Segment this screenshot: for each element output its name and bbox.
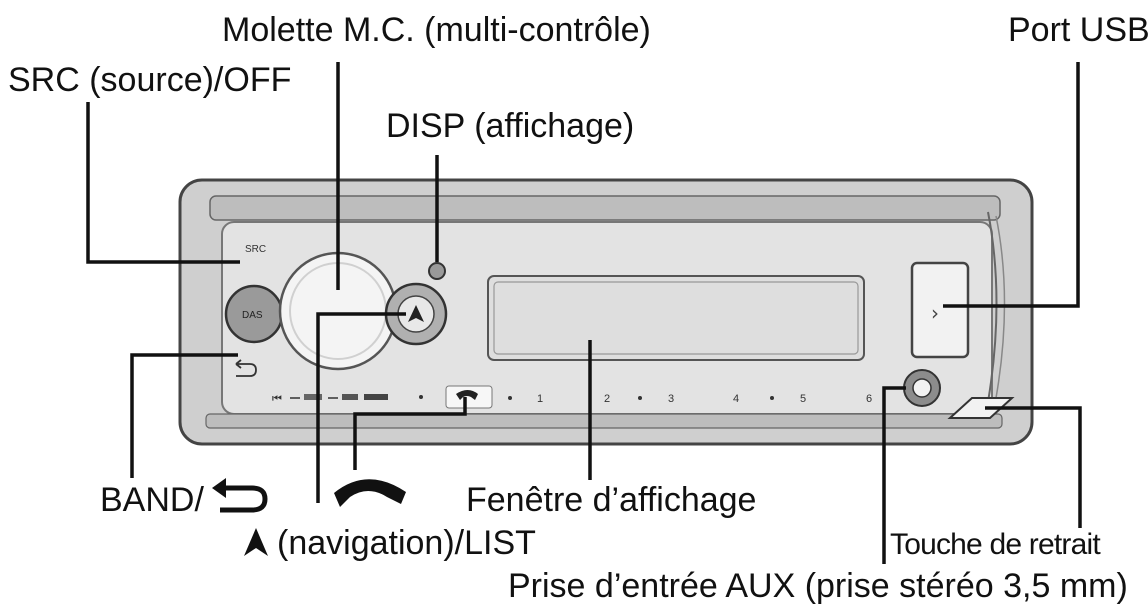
phone-handset-icon [334, 479, 406, 507]
preset-key-3[interactable]: 3 [668, 393, 674, 405]
das-button-print: DAS [242, 310, 263, 321]
leader-band [130, 353, 238, 478]
keypad-pad-2 [342, 394, 358, 400]
disp-button[interactable] [428, 262, 446, 280]
faceplate-bottom-strip [205, 413, 1003, 429]
navigation-button-print [408, 305, 424, 322]
faceplate-top-strip [209, 195, 1001, 221]
release-button[interactable] [947, 397, 1015, 419]
aux-jack-hole [912, 378, 932, 398]
leader-phone [353, 397, 467, 470]
usb-port-arrow: › [931, 301, 939, 325]
keypad-dot [770, 396, 774, 400]
navigation-list-label: (navigation)/LIST [277, 524, 536, 562]
prev-track-print: ⏮ [272, 392, 282, 405]
usb-port[interactable] [910, 261, 970, 359]
usb-port-label: Port USB [1008, 11, 1148, 49]
band-label: BAND/ [100, 481, 204, 519]
up-triangle-icon [244, 528, 268, 556]
leader-usb [943, 62, 1080, 308]
back-button-print [235, 359, 257, 377]
faceplate-bevel [987, 211, 998, 403]
preset-key-6[interactable]: 6 [866, 393, 872, 405]
faceplate-bevel-2 [995, 215, 1006, 399]
src-button-print: SRC [245, 244, 266, 255]
release-button-label: Touche de retrait [890, 528, 1101, 561]
keypad-row: ⏮ 1 2 3 4 5 6 [272, 385, 872, 409]
leader-src [86, 102, 240, 264]
keypad-pad-1 [304, 394, 322, 400]
keypad-pad-3 [364, 394, 388, 400]
phone-key-print [456, 390, 478, 400]
leader-lines [86, 62, 1082, 564]
preset-key-4[interactable]: 4 [733, 393, 739, 405]
keypad-dot [638, 396, 642, 400]
display-window [487, 275, 865, 361]
back-arrow-icon [212, 478, 268, 513]
src-off-label: SRC (source)/OFF [8, 61, 292, 99]
display-window-inner [493, 281, 859, 355]
disp-label: DISP (affichage) [386, 107, 635, 145]
preset-key-1[interactable]: 1 [537, 393, 543, 405]
keypad-dot [508, 396, 512, 400]
keypad-dot [419, 395, 423, 399]
preset-key-2[interactable]: 2 [604, 393, 610, 405]
leader-aux [882, 386, 906, 564]
leader-navigation [316, 312, 406, 503]
aux-jack-label: Prise d’entrée AUX (prise stéréo 3,5 mm) [508, 567, 1128, 605]
leader-release [985, 406, 1082, 528]
preset-key-5[interactable]: 5 [800, 393, 806, 405]
multi-control-label: Molette M.C. (multi-contrôle) [222, 11, 651, 49]
phone-key[interactable] [445, 385, 493, 409]
display-window-label: Fenêtre d’affichage [466, 481, 757, 519]
